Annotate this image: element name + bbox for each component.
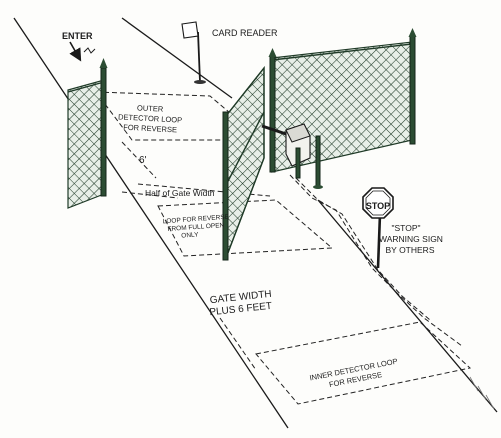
outer-loop-label-2: DETECTOR LOOP — [118, 112, 182, 124]
enter-marker — [69, 41, 96, 62]
enter-arrow-icon — [69, 41, 82, 62]
six-feet-label: 6' — [139, 155, 147, 166]
outer-detector-loop — [94, 91, 264, 141]
enter-zigzag-icon — [83, 47, 96, 54]
gate-leaf-post — [222, 111, 229, 261]
road-right-edge-far — [121, 17, 233, 99]
stop-sign-inner-border — [365, 190, 391, 216]
enter-label: ENTER — [62, 31, 93, 41]
loop-wiring — [289, 174, 463, 347]
bollard-1 — [295, 147, 301, 179]
half-gate-label: Half of Gate Width — [145, 188, 215, 198]
road-hatch — [469, 376, 495, 410]
card-reader-pole — [197, 31, 201, 83]
dim-gate-width — [219, 317, 257, 371]
stop-sign-octagon-icon — [362, 187, 394, 219]
left-post-cap — [99, 58, 108, 68]
left-fence-mesh — [67, 79, 105, 209]
outer-loop-label-3: FOR REVERSE — [123, 123, 177, 135]
loop-reverse-label-1: LOOP FOR REVERSE — [163, 214, 230, 226]
card-reader-label: CARD READER — [212, 28, 278, 38]
warning-label-3: BY OTHERS — [386, 245, 435, 255]
right-fence-top-rail — [271, 43, 413, 61]
wire-conduit-2 — [295, 177, 431, 321]
card-reader — [181, 21, 206, 84]
outer-loop-label-1: OUTER — [137, 103, 164, 113]
right-post-cap — [408, 28, 417, 37]
loop-reverse-label-2: FROM FULL OPEN — [167, 222, 224, 233]
dimension-marks — [121, 141, 271, 199]
right-fence-post-1 — [269, 55, 276, 173]
warning-label-2: WARNING SIGN — [379, 234, 443, 244]
gate-mesh — [225, 66, 265, 259]
stop-sign — [362, 187, 394, 269]
bollard-base — [313, 185, 323, 189]
dim-half-gate — [137, 183, 271, 197]
swing-gate — [222, 65, 265, 261]
operator-box-top — [285, 123, 311, 143]
inner-detector-loop — [255, 321, 472, 405]
left-fence — [67, 58, 108, 209]
road-right-edge-near — [317, 199, 498, 413]
stop-sign-pole — [376, 213, 382, 269]
right-fence-post-2 — [409, 35, 416, 145]
card-reader-head — [181, 21, 199, 39]
gate-operator — [261, 123, 323, 189]
gate-post-cap — [268, 48, 277, 57]
dim-six-feet — [121, 141, 157, 179]
stop-sign-text: STOP — [366, 201, 390, 211]
gate-mid-rail — [225, 111, 265, 186]
roadway — [13, 17, 498, 429]
warning-label-1: "STOP" — [391, 223, 420, 233]
loop-reverse-label-3: ONLY — [181, 231, 199, 239]
road-left-edge — [13, 17, 289, 429]
bollard-2 — [315, 135, 321, 189]
dim-half-gate-lead — [121, 191, 179, 199]
left-fence-post — [100, 67, 107, 197]
card-reader-base — [194, 80, 206, 84]
left-fence-top-rail — [67, 81, 105, 93]
